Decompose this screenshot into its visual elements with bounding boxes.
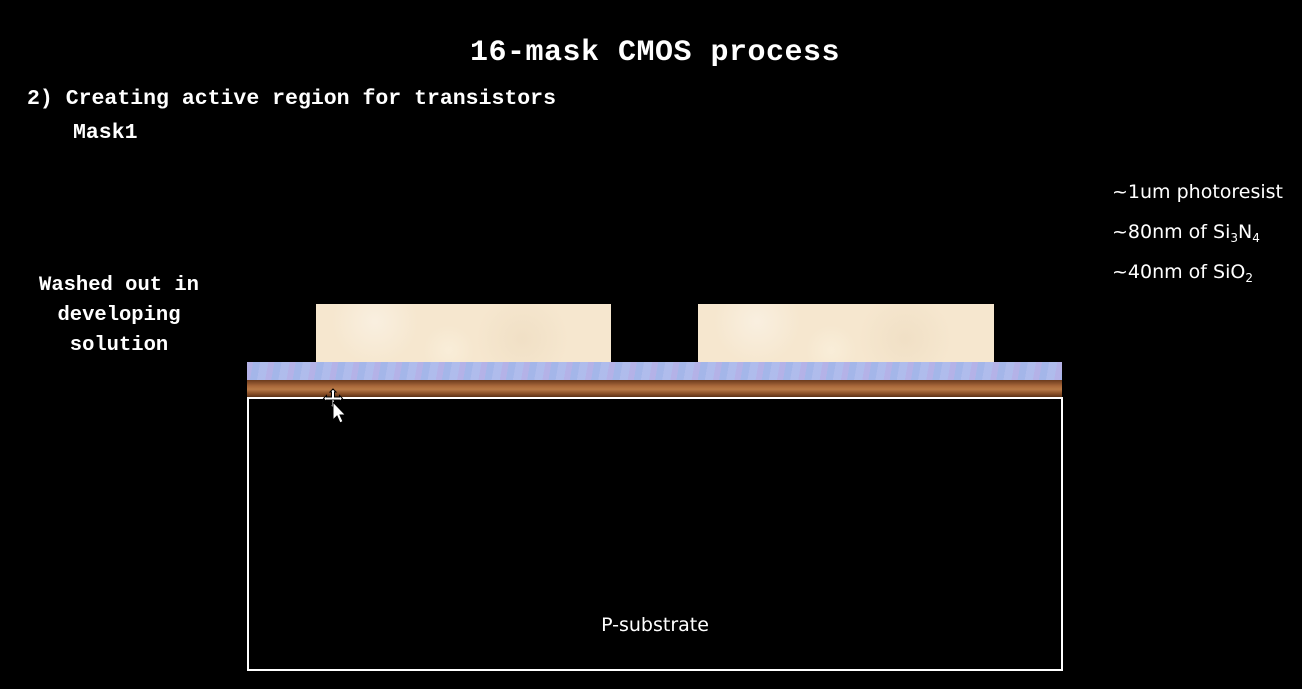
legend-photoresist: ~1um photoresist — [1112, 181, 1284, 203]
step-heading: 2) Creating active region for transistor… — [27, 87, 556, 111]
legend-oxide-sub-2: 2 — [1245, 271, 1253, 285]
layer-legend: ~1um photoresist ~80nm of Si3N4 ~40nm of… — [1112, 172, 1283, 292]
legend-nitride-sub-3: 3 — [1230, 231, 1239, 245]
legend-nitride-sub-4: 4 — [1252, 231, 1260, 245]
mask-label: Mask1 — [73, 121, 138, 145]
washed-out-note-line-1: Washed out in — [39, 274, 199, 297]
washed-out-note-line-2: developing — [57, 304, 181, 327]
legend-nitride: ~80nm of Si3N4 — [1112, 212, 1283, 252]
legend-oxide: ~40nm of SiO2 — [1112, 252, 1283, 292]
p-substrate: P-substrate — [247, 397, 1063, 671]
move-cursor-icon — [322, 388, 347, 424]
washed-out-note: Washed out in developing solution — [18, 271, 220, 361]
photoresist-block-right — [698, 304, 994, 362]
photoresist-block-left — [316, 304, 611, 362]
legend-oxide-prefix: ~40nm of SiO — [1112, 261, 1246, 283]
legend-nitride-n: N — [1238, 221, 1253, 243]
washed-out-note-line-3: solution — [69, 334, 169, 357]
silicon-nitride-layer — [247, 362, 1062, 380]
legend-nitride-prefix: ~80nm of Si — [1112, 221, 1231, 243]
silicon-oxide-layer — [247, 380, 1062, 397]
p-substrate-label: P-substrate — [601, 614, 709, 636]
slide-title: 16-mask CMOS process — [469, 36, 841, 70]
